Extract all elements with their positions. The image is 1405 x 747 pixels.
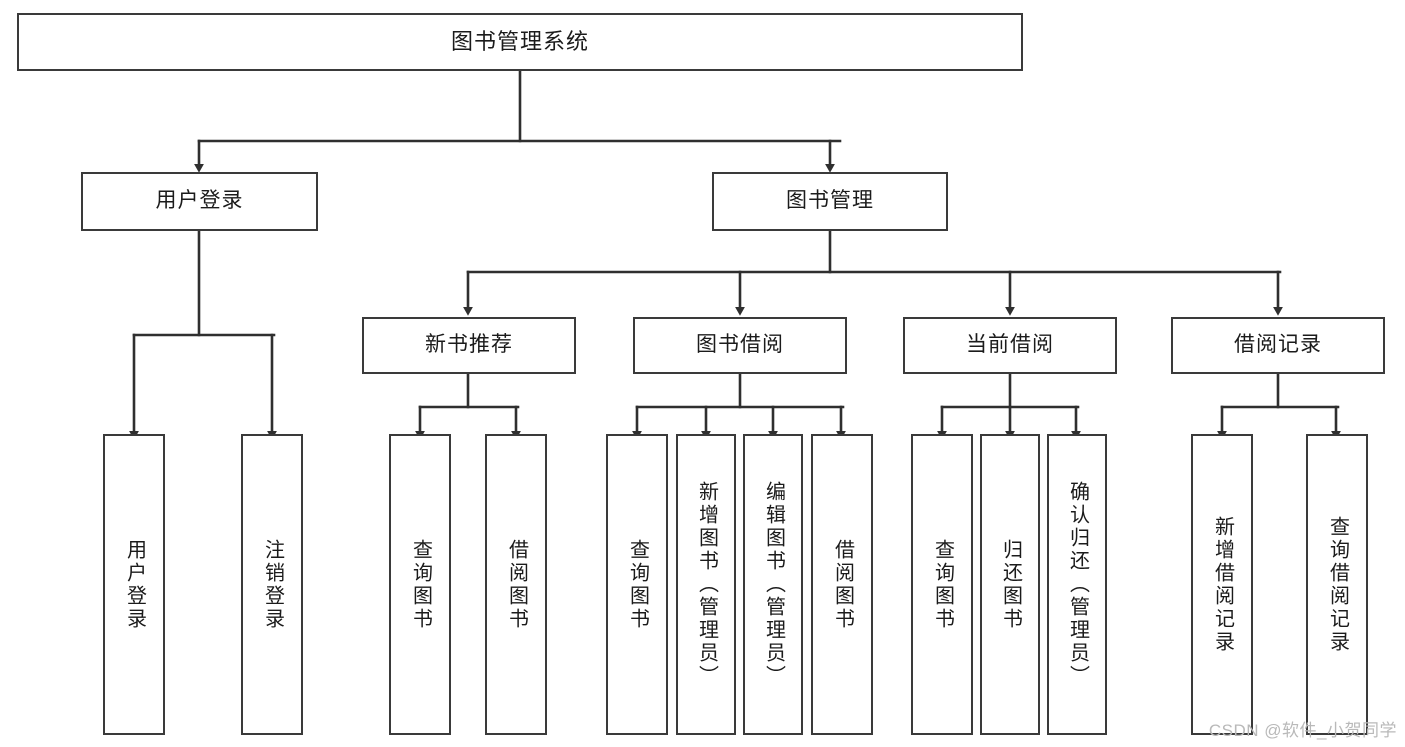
node-book-management[interactable]: 图书管理 [712,172,948,231]
node-label: 新增借阅记录 [1211,515,1234,654]
node-label: 用户登录 [123,538,146,631]
node-label: 查询图书 [626,538,649,631]
node-leaf-user-login[interactable]: 用户登录 [103,434,165,735]
node-leaf-query-book-current[interactable]: 查询图书 [911,434,973,735]
node-label: 图书借阅 [696,333,784,357]
node-leaf-return-book[interactable]: 归还图书 [980,434,1040,735]
node-user-login[interactable]: 用户登录 [81,172,318,231]
node-leaf-add-book-admin[interactable]: 新增图书（管理员） [676,434,736,735]
node-book-borrow[interactable]: 图书借阅 [633,317,847,374]
csdn-watermark: CSDN @软件_小贺同学 [1208,721,1397,740]
node-label: 查询借阅记录 [1326,515,1349,654]
node-label: 借阅图书 [831,538,854,631]
node-leaf-borrow-book-recommend[interactable]: 借阅图书 [485,434,547,735]
node-label: 图书管理 [786,189,874,213]
node-label: 确认归还（管理员） [1066,481,1089,688]
node-label: 注销登录 [261,538,284,631]
node-label: 编辑图书（管理员） [762,481,785,688]
node-label: 借阅记录 [1234,333,1322,357]
node-label: 归还图书 [999,538,1022,631]
node-leaf-edit-book-admin[interactable]: 编辑图书（管理员） [743,434,803,735]
node-leaf-confirm-return-admin[interactable]: 确认归还（管理员） [1047,434,1107,735]
node-label: 查询图书 [931,538,954,631]
node-leaf-query-borrow-record[interactable]: 查询借阅记录 [1306,434,1368,735]
node-leaf-query-book-recommend[interactable]: 查询图书 [389,434,451,735]
node-label: 图书管理系统 [450,29,589,55]
node-label: 当前借阅 [966,333,1054,357]
node-label: 用户登录 [155,189,244,213]
node-label: 新书推荐 [425,333,513,357]
node-label: 借阅图书 [505,538,528,631]
node-leaf-logout-login[interactable]: 注销登录 [241,434,303,735]
node-leaf-query-book-borrow[interactable]: 查询图书 [606,434,668,735]
node-current-borrow[interactable]: 当前借阅 [903,317,1117,374]
node-label: 查询图书 [409,538,432,631]
node-new-book-recommend[interactable]: 新书推荐 [362,317,576,374]
node-root-book-management-system[interactable]: 图书管理系统 [17,13,1023,71]
node-borrow-record[interactable]: 借阅记录 [1171,317,1385,374]
node-leaf-borrow-book[interactable]: 借阅图书 [811,434,873,735]
node-leaf-add-borrow-record[interactable]: 新增借阅记录 [1191,434,1253,735]
node-label: 新增图书（管理员） [695,481,718,688]
